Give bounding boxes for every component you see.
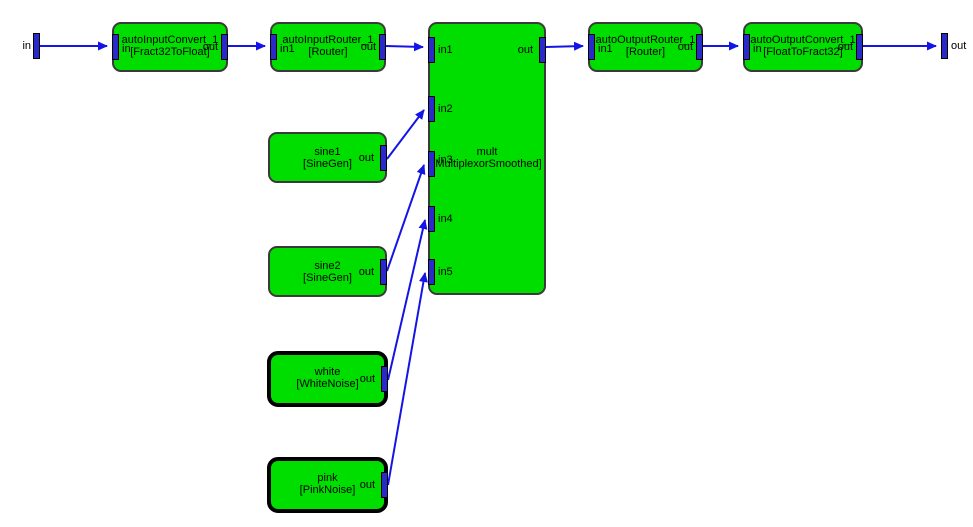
block-title-lines: mult [MultiplexorSmoothed] [430,146,544,170]
output-pin[interactable] [696,34,703,60]
block-auto-output-router[interactable]: autoOutputRouter_1 [Router] in1 out [588,22,703,72]
input-pin[interactable] [270,34,277,60]
block-auto-input-convert[interactable]: autoInputConvert_1 [Fract32ToFloat] in o… [112,22,228,72]
block-title-lines: sine2 [SineGen] [270,260,385,284]
block-white[interactable]: white [WhiteNoise] out [267,351,388,407]
wire-mult-to-outputrouter[interactable] [545,41,584,51]
input-pin-label: in1 [280,43,295,55]
block-subtitle: [Router] [308,46,348,58]
block-title-lines: autoInputRouter_1 [Router] [272,34,384,58]
output-pin-label: out [358,266,374,278]
input-pin-label-in1: in1 [438,44,453,56]
wire-sine2-to-mult-in3[interactable] [386,164,426,272]
output-pin-label: out [677,41,693,53]
output-pin-label: out [202,41,218,53]
block-auto-input-router[interactable]: autoInputRouter_1 [Router] in1 out [270,22,386,72]
input-pin-in5[interactable] [428,259,435,285]
output-pin[interactable] [856,34,863,60]
block-title-lines: autoInputConvert_1 [Fract32ToFloat] [114,34,226,58]
output-pin[interactable] [381,366,388,392]
block-title: autoOutputRouter_1 [595,34,696,46]
input-pin-label-in4: in4 [438,213,453,225]
output-pin-label: out [517,44,533,56]
block-title: sine1 [314,146,341,158]
input-pin-in1[interactable] [428,37,435,63]
system-output-pin[interactable] [941,33,948,59]
input-pin[interactable] [112,34,119,60]
input-pin-label-in3: in3 [438,154,453,166]
wire-pink-to-mult-in5[interactable] [387,272,428,486]
block-subtitle: [Fract32ToFloat] [130,46,210,58]
block-title: sine2 [314,260,341,272]
output-pin[interactable] [221,34,228,60]
wire-white-to-mult-in4[interactable] [387,219,428,381]
block-title-lines: sine1 [SineGen] [270,146,385,170]
input-pin-label: in [122,43,131,55]
block-title: mult [476,146,498,158]
block-subtitle: [Router] [625,46,666,58]
block-title-lines: white [WhiteNoise] [271,366,384,390]
output-pin-label: out [358,152,374,164]
output-pin[interactable] [380,259,387,285]
block-auto-output-convert[interactable]: autoOutputConvert_1 [FloatToFract32] in … [743,22,863,72]
input-pin-in4[interactable] [428,206,435,232]
block-title: pink [317,472,338,484]
input-pin-in2[interactable] [428,96,435,122]
block-title: autoOutputConvert_1 [750,34,856,46]
block-subtitle: [WhiteNoise] [296,378,359,390]
block-mult[interactable]: mult [MultiplexorSmoothed] in1 in2 in3 i… [428,22,546,295]
block-title-lines: autoOutputRouter_1 [Router] [590,34,701,58]
input-pin[interactable] [743,34,750,60]
block-sine1[interactable]: sine1 [SineGen] out [268,132,387,183]
block-title-lines: autoOutputConvert_1 [FloatToFract32] [745,34,861,58]
system-input-label: in [22,40,31,52]
input-pin-label-in2: in2 [438,103,453,115]
output-pin-label: out [359,373,375,385]
block-title: autoInputConvert_1 [121,34,219,46]
system-input-pin[interactable] [33,33,40,59]
wire-sine1-to-mult-in2[interactable] [386,109,425,160]
input-pin-in3[interactable] [428,151,435,177]
block-title: white [314,366,341,378]
output-pin[interactable] [539,37,546,63]
block-pink[interactable]: pink [PinkNoise] out [267,457,388,513]
input-pin-label: in [753,43,762,55]
input-pin-label-in5: in5 [438,266,453,278]
block-subtitle: [MultiplexorSmoothed] [432,158,542,170]
input-pin[interactable] [588,34,595,60]
output-pin[interactable] [379,34,386,60]
block-title-lines: pink [PinkNoise] [271,472,384,496]
wire-router-to-mult-in1[interactable] [385,42,424,52]
output-pin[interactable] [380,145,387,171]
block-subtitle: [SineGen] [303,158,352,170]
input-pin-label: in1 [598,43,613,55]
block-sine2[interactable]: sine2 [SineGen] out [268,246,387,297]
system-output-label: out [951,40,967,52]
block-title: autoInputRouter_1 [282,34,374,46]
block-subtitle: [SineGen] [303,272,352,284]
output-pin-label: out [360,41,376,53]
output-pin-label: out [837,41,853,53]
output-pin[interactable] [381,472,388,498]
block-subtitle: [FloatToFract32] [763,46,843,58]
output-pin-label: out [359,479,375,491]
block-subtitle: [PinkNoise] [299,484,356,496]
